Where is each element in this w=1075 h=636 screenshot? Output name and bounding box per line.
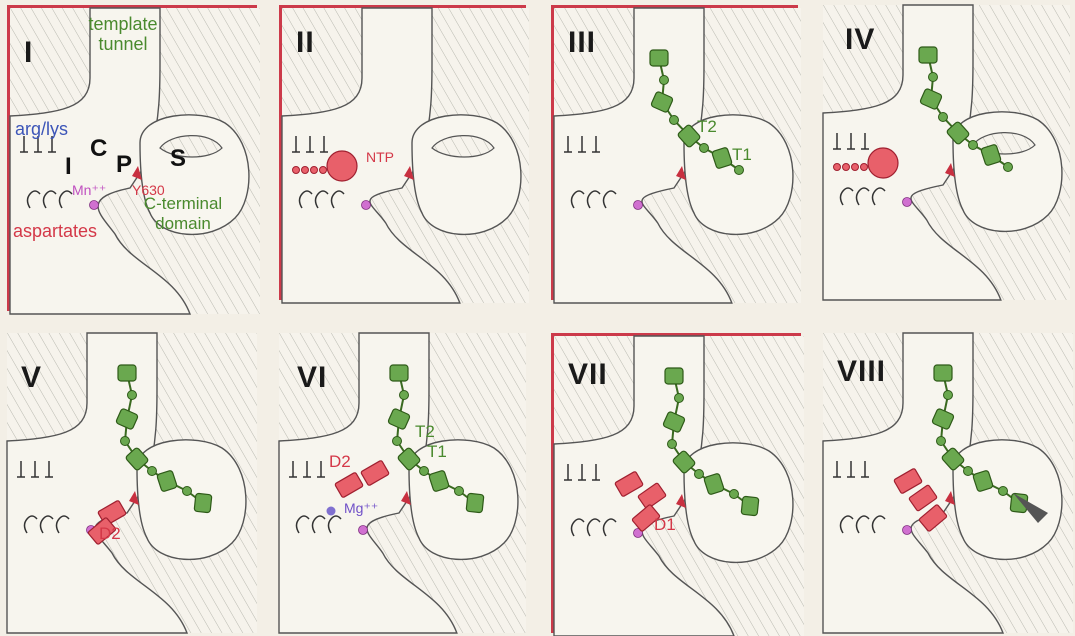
template-phosphate xyxy=(183,487,192,496)
template-phosphate xyxy=(700,144,709,153)
template-phosphate xyxy=(668,440,677,449)
d2-label: D2 xyxy=(99,525,121,543)
template-phosphate xyxy=(964,467,973,476)
c-terminal-domain xyxy=(409,440,518,560)
mg-label: Mg⁺⁺ xyxy=(344,499,378,517)
metal-ion-mn xyxy=(362,201,371,210)
template-phosphate xyxy=(121,437,130,446)
panel-numeral: III xyxy=(568,26,596,60)
panel-2: II NTP xyxy=(279,5,526,300)
template-nucleotide xyxy=(665,368,683,384)
site-p-label: P xyxy=(116,156,132,174)
template-nucleotide xyxy=(466,493,484,513)
metal-ion-mn xyxy=(634,201,643,210)
metal-ion-mn xyxy=(359,526,368,535)
panel-numeral: V xyxy=(21,361,42,395)
template-phosphate xyxy=(1004,163,1013,172)
panel-4: IV xyxy=(823,5,1070,300)
ntp-phosphate xyxy=(843,164,850,171)
template-nucleotide xyxy=(118,365,136,381)
template-phosphate xyxy=(735,166,744,175)
panel-numeral: VI xyxy=(297,361,327,395)
template-phosphate xyxy=(660,76,669,85)
ntp-label: NTP xyxy=(366,148,394,166)
c-terminal-domain xyxy=(412,115,521,235)
metal-ion-mn xyxy=(903,526,912,535)
panel-numeral: IV xyxy=(845,23,875,57)
mn-label: Mn⁺⁺ xyxy=(72,181,106,199)
t1-label: T1 xyxy=(732,146,752,164)
template-phosphate xyxy=(420,467,429,476)
ntp-phosphate xyxy=(311,167,318,174)
panel-numeral: VII xyxy=(568,358,608,392)
c-terminal-domain xyxy=(137,440,246,560)
metal-ion-mn xyxy=(903,198,912,207)
template-phosphate xyxy=(675,394,684,403)
template-phosphate xyxy=(937,437,946,446)
c-terminal-line1: C-terminal xyxy=(144,194,222,213)
d2-label: D2 xyxy=(329,453,351,471)
panel-8: VIII xyxy=(823,333,1073,633)
t2-label: T2 xyxy=(697,118,717,136)
template-nucleotide xyxy=(919,47,937,63)
site-c-label: C xyxy=(90,140,107,158)
ntp-phosphate xyxy=(293,167,300,174)
template-phosphate xyxy=(944,391,953,400)
site-i-label: I xyxy=(65,158,72,176)
metal-ion-mg xyxy=(327,507,336,516)
template-nucleotide xyxy=(934,365,952,381)
template-phosphate xyxy=(929,73,938,82)
ntp-phosphate xyxy=(861,164,868,171)
template-phosphate xyxy=(999,487,1008,496)
template-phosphate xyxy=(939,113,948,122)
c-terminal-line2: domain xyxy=(155,214,211,233)
template-nucleotide xyxy=(741,496,759,516)
template-phosphate xyxy=(128,391,137,400)
ntp-phosphate xyxy=(302,167,309,174)
template-nucleotide xyxy=(650,50,668,66)
template-phosphate xyxy=(455,487,464,496)
ntp-base xyxy=(868,148,898,178)
t1-label: T1 xyxy=(427,443,447,461)
ntp-base xyxy=(327,151,357,181)
panel-3: III T2 T1 xyxy=(551,5,798,300)
template-phosphate xyxy=(148,467,157,476)
panel-5: V D2 xyxy=(7,333,257,633)
t2-label: T2 xyxy=(415,423,435,441)
panel-numeral: VIII xyxy=(837,355,886,389)
template-phosphate xyxy=(730,490,739,499)
panel-6: VI D2 T2 T1 Mg⁺⁺ xyxy=(279,333,526,633)
ntp-phosphate xyxy=(834,164,841,171)
template-phosphate xyxy=(393,437,402,446)
panel-7: VII D1 xyxy=(551,333,801,633)
c-terminal-domain xyxy=(953,440,1062,560)
aspartates-label: aspartates xyxy=(13,222,97,240)
template-phosphate xyxy=(695,470,704,479)
arg-lys-label: arg/lys xyxy=(15,120,68,138)
d1-label: D1 xyxy=(654,516,676,534)
template-phosphate xyxy=(400,391,409,400)
c-terminal-domain xyxy=(684,443,793,563)
template-phosphate xyxy=(670,116,679,125)
template-nucleotide xyxy=(390,365,408,381)
panel-numeral: II xyxy=(296,26,315,60)
metal-ion-mn xyxy=(90,201,99,210)
template-nucleotide xyxy=(194,493,212,513)
template-phosphate xyxy=(969,141,978,150)
ntp-phosphate xyxy=(852,164,859,171)
panel-numeral: I xyxy=(24,36,33,70)
site-s-label: S xyxy=(170,150,186,168)
ntp-phosphate xyxy=(320,167,327,174)
